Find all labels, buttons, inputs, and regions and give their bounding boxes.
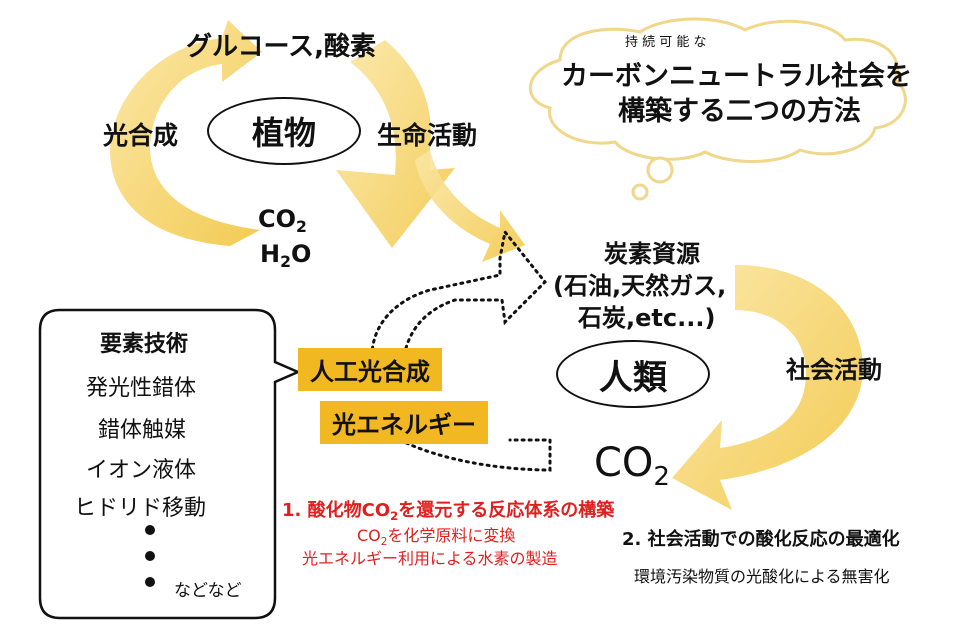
carbon-resource-label: 炭素資源 [604, 240, 700, 268]
life-activity-label: 生命活動 [377, 121, 478, 150]
thought-cloud [528, 17, 907, 163]
etc-dot-1 [145, 525, 155, 535]
tech-item: 錯体触媒 [98, 418, 187, 443]
tech-panel-box [38, 308, 302, 620]
carbon-resource-examples-1: (石油,天然ガス, [553, 272, 727, 300]
carbon-resource-examples-2: 石炭,etc...) [578, 304, 716, 332]
tech-etc-label: などなど [174, 581, 242, 601]
method1-line2: 光エネルギー利用による水素の製造 [302, 549, 558, 568]
tech-item: イオン液体 [86, 458, 197, 483]
cloud-title-line2: 構築する二つの方法 [618, 96, 861, 127]
etc-dot-3 [145, 577, 155, 587]
social-activity-label: 社会活動 [786, 356, 882, 384]
cloud-furigana: 持 続 可 能 な [625, 35, 707, 50]
method1-line1: CO2を化学原料に変換 [357, 526, 516, 548]
method1-title: 1. 酸化物CO2を還元する反応体系の構築 [282, 500, 615, 524]
plant-cycle-left-arrow [110, 20, 262, 246]
co2-label-plant: CO2 [258, 205, 307, 237]
plant-ellipse: 植物 [207, 97, 361, 165]
cloud-bubble-1 [646, 156, 674, 184]
co2-label-human: CO2 [594, 440, 670, 493]
etc-dot-2 [145, 551, 155, 561]
human-cycle-arrow [672, 265, 863, 510]
plant-cycle-right-arrow [336, 40, 455, 248]
cloud-title-line1: カーボンニュートラル社会を [561, 61, 912, 92]
glucose-oxygen-label: グルコース,酸素 [186, 32, 377, 62]
human-ellipse: 人類 [556, 340, 710, 408]
artificial-photosynthesis-dotted-arrow [370, 228, 548, 358]
photosynthesis-label: 光合成 [103, 121, 179, 150]
light-energy-dotted-arrow [398, 438, 552, 472]
method2-title: 2. 社会活動での酸化反応の最適化 [622, 529, 900, 550]
light-energy-badge: 光エネルギー [320, 401, 488, 444]
cloud-bubble-2 [631, 183, 649, 201]
plant-label: 植物 [251, 114, 316, 152]
h2o-label: H2O [260, 240, 312, 272]
human-label: 人類 [599, 357, 667, 398]
plant-to-resource-arrow [415, 150, 525, 262]
tech-panel-title: 要素技術 [100, 332, 189, 357]
tech-item: 発光性錯体 [86, 376, 197, 401]
artificial-photosynthesis-badge: 人工光合成 [298, 348, 442, 391]
method2-line1: 環境汚染物質の光酸化による無害化 [634, 567, 890, 586]
tech-item: ヒドリド移動 [74, 496, 207, 521]
